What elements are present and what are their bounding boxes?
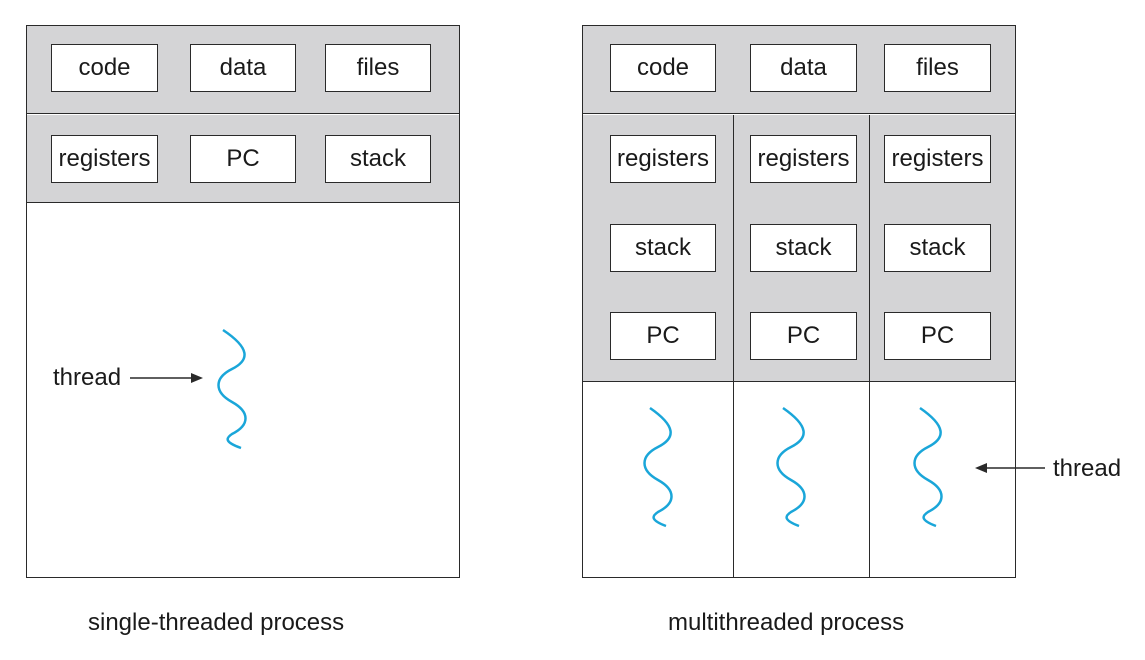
data-box: data [190, 44, 296, 92]
multithreaded-process [582, 25, 1016, 578]
thread-divider [733, 115, 735, 578]
pc-box: PC [610, 312, 716, 360]
thread-divider [869, 115, 871, 578]
registers-box: registers [610, 135, 716, 183]
stack-box: stack [325, 135, 431, 183]
code-box: code [610, 44, 716, 92]
registers-box: registers [51, 135, 158, 183]
thread-label: thread [53, 364, 122, 391]
thread-wave-icon [913, 406, 943, 528]
single-threaded-process [26, 25, 460, 578]
registers-box: registers [884, 135, 991, 183]
single-caption: single-threaded process [88, 609, 345, 636]
stack-box: stack [750, 224, 857, 272]
registers-box: registers [750, 135, 857, 183]
pc-box: PC [190, 135, 296, 183]
thread-wave-icon [776, 406, 806, 528]
thread-arrowhead [975, 463, 987, 473]
code-box: code [51, 44, 158, 92]
thread-wave-icon [643, 406, 673, 528]
stack-box: stack [884, 224, 991, 272]
thread-label: thread [1053, 455, 1122, 482]
pc-box: PC [884, 312, 991, 360]
files-box: files [325, 44, 431, 92]
files-box: files [884, 44, 991, 92]
stack-box: stack [610, 224, 716, 272]
data-box: data [750, 44, 857, 92]
multi-caption: multithreaded process [668, 609, 905, 636]
pc-box: PC [750, 312, 857, 360]
